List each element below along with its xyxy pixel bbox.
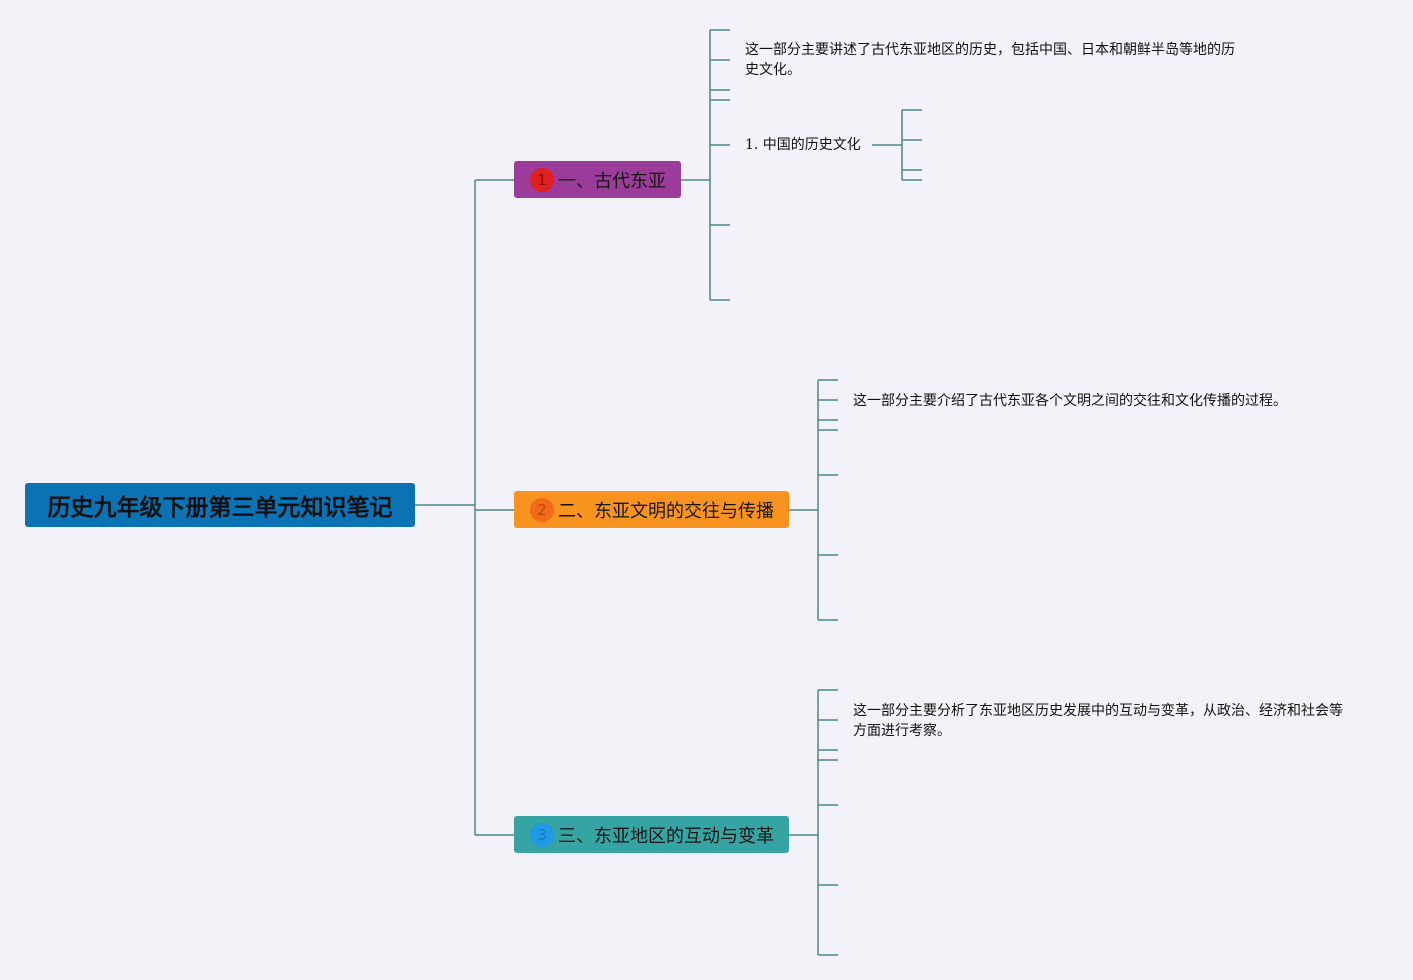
branch-2-note[interactable]: 这一部分主要介绍了古代东亚各个文明之间的交往和文化传播的过程。 <box>853 393 1287 409</box>
branch-node-label: 一、古代东亚 <box>558 170 666 192</box>
branch-node-interaction-reform[interactable]: 3 三、东亚地区的互动与变革 <box>514 816 789 853</box>
number-badge-icon: 3 <box>530 822 554 847</box>
branch-node-civilization-exchange[interactable]: 2 二、东亚文明的交往与传播 <box>514 491 789 528</box>
subtopic-node-china-culture[interactable]: 1. 中国的历史文化 <box>745 137 861 153</box>
branch-node-label: 二、东亚文明的交往与传播 <box>558 500 774 522</box>
branch-node-label: 三、东亚地区的互动与变革 <box>558 825 774 847</box>
root-node-label: 历史九年级下册第三单元知识笔记 <box>47 495 393 521</box>
branch-3-note[interactable]: 这一部分主要分析了东亚地区历史发展中的互动与变革，从政治、经济和社会等方面进行考… <box>853 703 1343 739</box>
root-node[interactable]: 历史九年级下册第三单元知识笔记 <box>25 483 415 527</box>
branch-node-ancient-east-asia[interactable]: 1 一、古代东亚 <box>514 161 681 198</box>
number-badge-icon: 1 <box>530 167 554 192</box>
number-badge-icon: 2 <box>530 497 554 522</box>
branch-1-note[interactable]: 这一部分主要讲述了古代东亚地区的历史，包括中国、日本和朝鲜半岛等地的历史文化。 <box>745 42 1235 78</box>
